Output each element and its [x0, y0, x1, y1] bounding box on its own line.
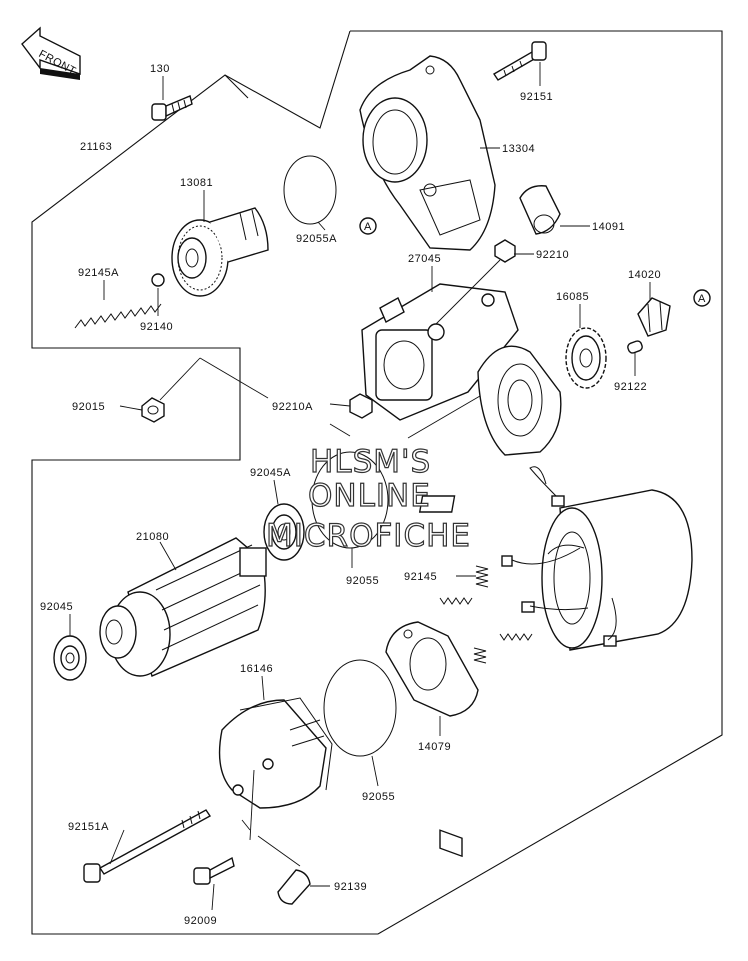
housing-13304-icon: [359, 55, 496, 251]
rear-cover-16146-icon: [218, 697, 333, 809]
callout-92145A: 92145A: [78, 267, 119, 279]
ref-mark-a-right: A: [698, 293, 706, 305]
callout-92151: 92151: [520, 91, 553, 103]
callout-16085: 16085: [556, 291, 589, 303]
callout-14079: 14079: [418, 741, 451, 753]
spring-92145-b-icon: [439, 597, 473, 605]
watermark-line-2: ONLINE: [308, 478, 431, 514]
cap-14091-icon: [519, 185, 561, 235]
cap-14020-icon: [637, 297, 671, 337]
callout-21163: 21163: [80, 141, 112, 153]
gear-16085-icon: [565, 327, 607, 389]
callout-92122: 92122: [614, 381, 647, 393]
terminal-92139-icon: [277, 869, 311, 905]
callout-13304: 13304: [502, 143, 535, 155]
callout-92055A: 92055A: [296, 233, 337, 245]
leader-lines: [69, 62, 651, 911]
screw-92009-icon: [193, 856, 235, 885]
ball-92140-icon: [151, 273, 165, 287]
bearing-92045-icon: [53, 635, 87, 681]
callout-92145: 92145: [404, 571, 437, 583]
o-ring-92055-low-icon: [323, 659, 397, 757]
ref-mark-a-right-icon: A: [693, 289, 711, 307]
callout-92045A: 92045A: [250, 467, 291, 479]
pin-92122-icon: [627, 340, 643, 354]
callout-92009: 92009: [184, 915, 217, 927]
frame-inner-line: [224, 74, 249, 99]
bolt-92151A-icon: [83, 809, 212, 883]
callout-130: 130: [150, 63, 170, 75]
ref-mark-a-left: A: [364, 221, 372, 233]
callout-92210: 92210: [536, 249, 569, 261]
spring-92145A-icon: [74, 303, 162, 329]
callout-13081: 13081: [180, 177, 213, 189]
spring-92145-c-icon: [499, 633, 533, 641]
callout-14020: 14020: [628, 269, 661, 281]
spring-92145-d-icon: [473, 647, 487, 664]
callout-14091: 14091: [592, 221, 625, 233]
callout-92045: 92045: [40, 601, 73, 613]
bearing-92045A-icon: [263, 503, 305, 561]
clutch-gear-13081-icon: [171, 207, 269, 297]
bolt-130-icon: [151, 95, 193, 121]
callout-92139: 92139: [334, 881, 367, 893]
callout-92055-mid: 92055: [346, 575, 379, 587]
ref-mark-a-left-icon: A: [359, 217, 377, 235]
nut-92015-icon: [141, 397, 165, 423]
yoke-field-coil-icon: [418, 466, 693, 651]
spring-92145-icon: [475, 565, 489, 588]
watermark-line-3: MICROFICHE: [266, 518, 471, 554]
brush-holder-14079-icon: [385, 621, 479, 858]
callout-21080: 21080: [136, 531, 169, 543]
callout-27045: 27045: [408, 253, 441, 265]
front-arrow-icon: FRONT: [21, 26, 81, 80]
callout-92055-low: 92055: [362, 791, 395, 803]
callout-92140: 92140: [140, 321, 173, 333]
armature-21080-icon: [99, 537, 267, 677]
watermark-line-1: HLSM'S: [310, 444, 431, 480]
nut-92210-icon: [494, 239, 516, 263]
callout-16146: 16146: [240, 663, 273, 675]
nut-92210A-icon: [349, 393, 373, 419]
bolt-92151-icon: [493, 41, 547, 81]
o-ring-92055A-icon: [283, 155, 337, 225]
o-ring-92055-mid-icon: [311, 451, 389, 549]
drive-end-cover-icon: [477, 345, 562, 456]
callout-92210A: 92210A: [272, 401, 313, 413]
callout-92151A: 92151A: [68, 821, 109, 833]
callout-92015: 92015: [72, 401, 105, 413]
